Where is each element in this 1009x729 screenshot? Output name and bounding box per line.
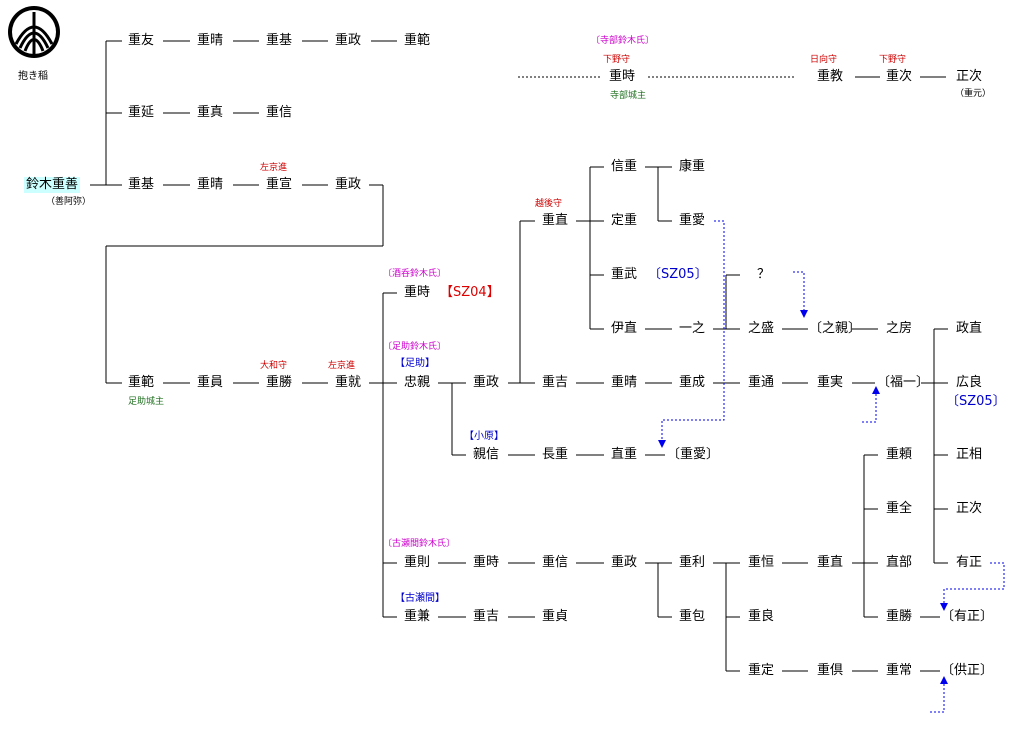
- code-label: 【SZ04】: [440, 285, 500, 300]
- person: 重信: [542, 555, 569, 570]
- title-label: 左京進: [328, 361, 356, 371]
- person: 重成: [679, 375, 706, 390]
- house-label: 【小原】: [464, 431, 504, 442]
- house-label: 【古瀬間】: [395, 593, 445, 604]
- person: 重就: [335, 375, 362, 390]
- person: 重晴: [197, 177, 224, 192]
- title-label: 越後守: [535, 199, 563, 209]
- person: 重倶: [817, 663, 844, 678]
- person: 重吉: [542, 375, 569, 390]
- person: 重政: [335, 177, 362, 192]
- person: 親信: [473, 447, 500, 462]
- person: 忠親: [404, 375, 431, 390]
- person: 重時: [404, 285, 431, 300]
- person-ref: 〔供正〕: [941, 663, 994, 678]
- person: 重全: [886, 501, 913, 516]
- person: 政直: [956, 321, 983, 336]
- person: 重常: [886, 663, 913, 678]
- castle-label: 寺部城主: [610, 91, 647, 101]
- title-label: 下野守: [879, 55, 907, 65]
- clan-label: 〔寺部鈴木氏〕: [591, 36, 655, 46]
- person: 重真: [197, 105, 224, 120]
- person: 重直: [542, 213, 569, 228]
- person: 重信: [266, 105, 293, 120]
- person: 直部: [886, 555, 913, 570]
- person: 重時: [473, 555, 500, 570]
- person: 重武: [611, 267, 638, 282]
- person: 重晴: [197, 33, 224, 48]
- person: 重基: [266, 33, 293, 48]
- person: 重基: [128, 177, 155, 192]
- root-person: 鈴木重善: [24, 177, 81, 193]
- person: 重利: [679, 555, 706, 570]
- person: 正相: [956, 447, 983, 462]
- person: 之房: [886, 321, 913, 336]
- person: 重時: [609, 69, 636, 84]
- person-note: （重元）: [955, 89, 992, 99]
- clan-label: 〔足助鈴木氏〕: [383, 342, 447, 352]
- person: 定重: [611, 213, 638, 228]
- person: 信重: [611, 159, 638, 174]
- person: 重勝: [266, 375, 293, 390]
- person: 重定: [748, 663, 775, 678]
- code-label: 〔SZ05〕: [946, 394, 1006, 409]
- person: ？: [757, 267, 771, 282]
- clan-label: 〔酒呑鈴木氏〕: [383, 269, 447, 279]
- castle-label: 足助城主: [128, 397, 165, 407]
- person: 重勝: [886, 609, 913, 624]
- person: 重包: [679, 609, 706, 624]
- title-label: 大和守: [260, 361, 288, 371]
- person: 之盛: [748, 321, 775, 336]
- person: 重政: [611, 555, 638, 570]
- person: 伊直: [611, 321, 638, 336]
- person: 直重: [611, 447, 638, 462]
- title-label: 左京進: [260, 163, 288, 173]
- clan-label: 〔古瀬間鈴木氏〕: [383, 539, 456, 549]
- person: 有正: [956, 555, 983, 570]
- person: 一之: [679, 321, 706, 336]
- person: 重則: [404, 555, 431, 570]
- person: 長重: [542, 447, 569, 462]
- person: 重範: [404, 33, 431, 48]
- person-ref: 〔之親〕: [809, 321, 862, 336]
- crest-caption: 抱き稲: [18, 71, 48, 82]
- person: 重教: [817, 69, 844, 84]
- title-label: 日向守: [810, 55, 838, 65]
- person: 重恒: [748, 555, 775, 570]
- house-label: 【足助】: [395, 358, 435, 369]
- person: 重直: [817, 555, 844, 570]
- person: 重実: [817, 375, 844, 390]
- person: 重政: [473, 375, 500, 390]
- person-ref: 〔重愛〕: [667, 447, 720, 462]
- person-ref: 〔福一〕: [877, 375, 930, 390]
- person: 重範: [128, 375, 155, 390]
- person: 重愛: [679, 213, 706, 228]
- person: 重頼: [886, 447, 913, 462]
- person: 重次: [886, 69, 913, 84]
- person: 重貞: [542, 609, 569, 624]
- person: 正次: [956, 69, 983, 84]
- title-label: 下野守: [603, 55, 631, 65]
- person: 康重: [679, 159, 706, 174]
- person: 重員: [197, 375, 224, 390]
- person: 正次: [956, 501, 983, 516]
- root-note: （善阿弥）: [46, 197, 92, 207]
- person: 重延: [128, 105, 155, 120]
- person: 重友: [128, 33, 155, 48]
- code-label: 〔SZ05〕: [648, 267, 708, 282]
- person: 重兼: [404, 609, 431, 624]
- person: 重政: [335, 33, 362, 48]
- person: 重吉: [473, 609, 500, 624]
- person: 広良: [956, 375, 983, 390]
- person: 重晴: [611, 375, 638, 390]
- ine-crest-icon: [8, 6, 60, 58]
- person: 重良: [748, 609, 775, 624]
- person: 重宣: [266, 177, 293, 192]
- person: 重通: [748, 375, 775, 390]
- person-ref: 〔有正〕: [941, 609, 994, 624]
